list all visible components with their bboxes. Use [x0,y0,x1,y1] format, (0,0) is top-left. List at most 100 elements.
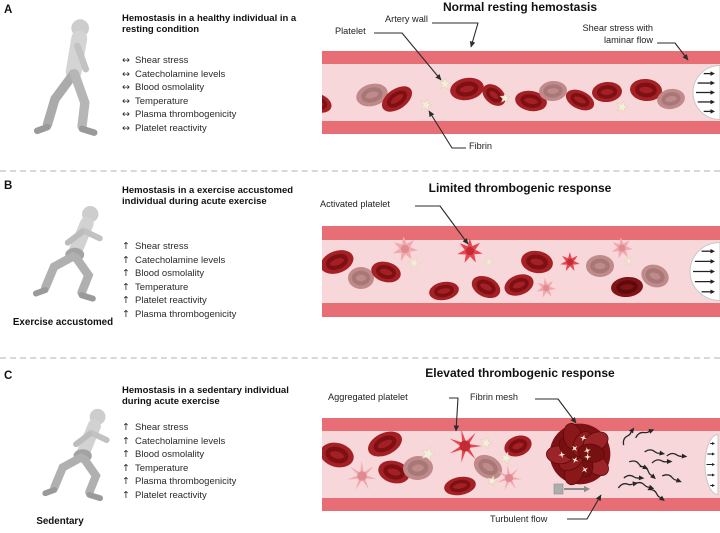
activated-platelet-icon [536,278,556,298]
laminar-flow-profile-icon [692,64,720,121]
fibrin-icon [500,451,513,465]
fibrin-icon [616,100,629,114]
red-blood-cell-icon [368,431,402,457]
vessel-contents [322,64,720,121]
walking-person-icon [33,19,98,136]
red-blood-cell-icon [429,281,459,301]
person-caption: Exercise accustomed [12,317,114,328]
red-blood-cell-icon [356,83,388,107]
callout-turbulent-flow: Turbulent flow [490,514,548,524]
factor-label: Shear stress [135,422,189,433]
blood-vessel-illustration [322,418,720,511]
factor-item: ↑ Blood osmolality [122,267,236,281]
factor-item: ↑Plasma thrombogenicity [122,475,236,489]
red-blood-cell-icon [371,261,401,283]
factor-item: ↑ Blood osmolality [122,448,236,462]
trend-arrow: ↑ [122,241,130,252]
factor-label: Shear stress [135,55,189,66]
red-blood-cell-icon [515,90,547,112]
trend-arrow: ↑ [122,422,130,433]
factor-label: Catecholamine levels [135,254,226,266]
vessel-contents [322,423,719,502]
factor-item: ↑ Shear stress [122,421,236,435]
factor-label: Blood osmolality [135,449,205,461]
red-blood-cell-icon [521,250,553,274]
red-blood-cell-icon [348,267,374,289]
red-blood-cell-icon [657,88,685,110]
red-blood-cell-icon [592,81,622,103]
person-caption: Sedentary [36,516,84,527]
fibrin-icon [480,436,493,450]
panel-label-A: A [4,4,13,16]
red-blood-cell-icon [322,93,332,113]
vessel-title: Limited thrombogenic response [428,181,612,195]
factor-label: Catecholamine levels [135,68,226,80]
factor-item: ↔Temperature [122,95,236,109]
aggregated-platelet-icon [449,429,482,463]
vessel-title: Normal resting hemostasis [442,0,598,14]
red-blood-cell-icon [471,275,501,299]
red-blood-cell-icon [381,86,413,112]
red-blood-cell-icon [444,476,476,496]
factor-label: Shear stress [135,241,189,252]
turbulent-flow-arrows [617,427,688,502]
red-blood-cell-icon [403,455,433,481]
running-person-icon [42,408,110,502]
fibrin-strand-icon [406,256,422,270]
panel-heading: Hemostasis in a sedentary individual dur… [122,385,289,407]
fibrin-icon [421,446,436,462]
red-blood-cell-icon [565,89,595,111]
activated-platelet-icon [392,236,418,262]
factor-item: ↔ Blood osmolality [122,81,236,95]
trend-arrow: ↑ [122,295,130,307]
artery-wall [322,303,720,317]
factor-item: ↑Platelet reactivity [122,489,236,503]
trend-arrow: ↑ [122,254,130,266]
factor-item: ↑ Catecholamine levels [122,254,236,268]
trend-arrow: ↔ [122,68,130,80]
artery-wall [322,498,720,511]
red-blood-cell-icon [504,435,532,457]
red-blood-cell-icon [504,274,534,296]
factor-item: ↔ Catecholamine levels [122,68,236,82]
trend-arrow: ↑ [122,268,130,280]
factor-item: ↔Plasma thrombogenicity [122,108,236,122]
panel-heading: Hemostasis in a exercise accustomed indi… [122,185,294,207]
fibrin-strand-icon [482,256,496,268]
fibrin-strand-icon [623,256,635,266]
callout-fibrin: Fibrin [469,141,492,151]
red-blood-cell-icon [322,442,354,468]
trend-arrow: ↔ [122,95,130,107]
callout-fibrin-mesh: Fibrin mesh [470,392,518,402]
trend-arrow: ↑ [122,449,130,461]
red-blood-cell-icon [630,78,662,102]
factor-label: Blood osmolality [135,82,205,94]
trend-arrow: ↔ [122,55,130,66]
callout-shear-stress: Shear stress with laminar flow [582,23,653,45]
fibrin-icon [499,92,511,103]
factor-label: Temperature [135,281,189,293]
factor-item: ↑ Shear stress [122,240,236,254]
laminar-flow-profile-icon [689,241,720,302]
fibrin-icon [420,98,433,112]
panel-label-B: B [4,180,13,192]
panel-label-C: C [4,370,13,382]
trend-arrow: ↔ [122,82,130,94]
red-blood-cell-icon [482,84,506,106]
aggregated-platelet-icon [347,461,377,490]
red-blood-cell-icon [641,264,669,288]
red-blood-cell-icon [473,454,503,480]
fibrin-icon [438,77,452,90]
factor-label: Platelet reactivity [135,122,207,134]
red-blood-cell-icon [611,276,643,298]
factor-list: ↑Shear stress ↑Catecholamine levels ↑Blo… [122,421,236,503]
factor-label: Platelet reactivity [135,489,207,501]
factor-item: ↑Temperature [122,281,236,295]
factor-item: ↔Platelet reactivity [122,122,236,136]
factor-item: ↑Temperature [122,462,236,476]
factor-label: Plasma thrombogenicity [135,109,237,121]
callout-aggregated-platelet: Aggregated platelet [328,392,408,402]
factor-label: Blood osmolality [135,268,205,280]
factor-label: Plasma thrombogenicity [135,308,237,320]
artery-wall [322,121,720,134]
